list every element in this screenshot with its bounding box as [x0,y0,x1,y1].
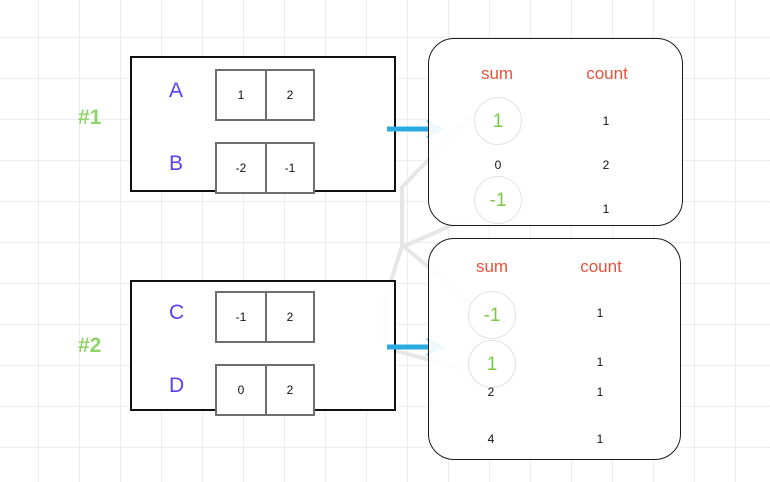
row-label-c: C [169,301,185,324]
input-cell-a-0: 1 [237,88,245,102]
input-panel-1: A 1 2 B -2 -1 [130,56,396,194]
output-1-sum-2: -1 [474,176,522,224]
output-1-count-0: 1 [602,114,610,128]
output-1-header-count: count [586,64,628,83]
input-cell-a-1: 2 [264,71,313,119]
input-row-a-cells: 1 2 [215,69,315,121]
output-2-count-1: 1 [596,355,604,369]
output-2-count-0: 1 [596,306,604,320]
output-2-count-3: 1 [596,432,604,446]
step-tag-2: #2 [78,334,102,357]
row-label-b: B [169,152,184,175]
input-row-b-cells: -2 -1 [215,142,315,194]
input-cell-b-0: -2 [235,161,247,175]
input-row-c-cells: -1 2 [215,291,315,343]
output-panel-1: sum count 1 1 0 2 -1 1 [428,38,683,226]
input-row-d-cells: 0 2 [215,364,315,416]
output-panel-2: sum count -1 1 1 1 2 1 4 1 [428,238,681,460]
input-cell-d-0: 0 [237,383,245,397]
input-cell-d-1: 2 [264,366,313,414]
output-2-header-sum: sum [475,257,509,276]
output-1-sum-0: 1 [474,97,522,145]
input-cell-b-1: -1 [264,144,313,192]
output-2-sum-0: -1 [468,291,516,339]
output-1-sum-1: 0 [494,158,502,172]
row-label-a: A [169,79,184,102]
input-cell-c-1: 2 [264,293,313,341]
output-2-header-count: count [580,257,622,276]
step-tag-1: #1 [78,106,102,129]
output-1-count-2: 1 [602,202,610,216]
output-2-sum-2: 2 [487,385,495,399]
output-1-header-sum: sum [480,64,514,83]
row-label-d: D [169,374,185,397]
output-1-count-1: 2 [602,158,610,172]
output-2-sum-3: 4 [487,432,495,446]
output-2-count-2: 1 [596,385,604,399]
output-2-sum-1: 1 [468,340,516,388]
input-panel-2: C -1 2 D 0 2 [130,280,396,416]
input-cell-c-0: -1 [235,310,247,324]
